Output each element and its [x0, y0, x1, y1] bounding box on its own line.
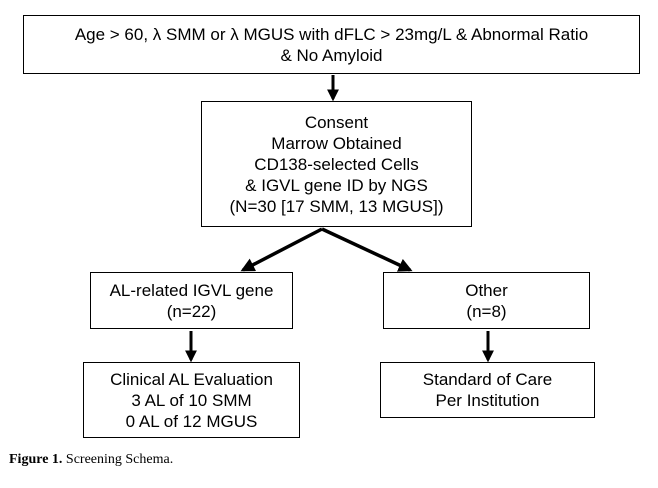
standard-care-line-2: Per Institution: [435, 391, 540, 410]
clinical-eval-line-1: Clinical AL Evaluation: [110, 369, 273, 389]
standard-care-box: Standard of Care Per Institution: [380, 362, 595, 418]
other-line-1: Other: [465, 280, 508, 300]
consent-line-3: CD138-selected Cells: [254, 154, 419, 174]
clinical-eval-box: Clinical AL Evaluation 3 AL of 10 SMM 0 …: [83, 362, 300, 438]
arrow-consent-to-other: [321, 227, 413, 272]
al-related-line-1: AL-related IGVL gene: [109, 280, 274, 300]
criteria-box: Age > 60, λ SMM or λ MGUS with dFLC > 23…: [23, 15, 640, 74]
al-related-box: AL-related IGVL gene (n=22): [90, 272, 293, 329]
criteria-line-2: & No Amyloid: [280, 45, 383, 65]
criteria-line-1: Age > 60, λ SMM or λ MGUS with dFLC > 23…: [74, 24, 589, 44]
clinical-eval-line-3: 0 AL of 12 MGUS: [125, 411, 258, 431]
al-related-line-2: (n=22): [166, 301, 217, 321]
caption-label: Figure 1.: [9, 452, 63, 467]
consent-line-5: (N=30 [17 SMM, 13 MGUS]): [229, 196, 444, 216]
figure-caption: Figure 1. Screening Schema.: [9, 452, 173, 468]
other-line-2: (n=8): [466, 301, 507, 321]
consent-line-1: Consent: [304, 112, 369, 132]
standard-care-line-1: Standard of Care: [422, 370, 553, 389]
caption-text: Screening Schema.: [65, 452, 174, 467]
consent-box: Consent Marrow Obtained CD138-selected C…: [201, 101, 472, 227]
arrow-consent-to-al-related: [240, 227, 323, 272]
consent-line-2: Marrow Obtained: [271, 133, 402, 153]
clinical-eval-line-2: 3 AL of 10 SMM: [131, 390, 252, 410]
other-box: Other (n=8): [383, 272, 590, 329]
consent-line-4: & IGVL gene ID by NGS: [245, 175, 428, 195]
